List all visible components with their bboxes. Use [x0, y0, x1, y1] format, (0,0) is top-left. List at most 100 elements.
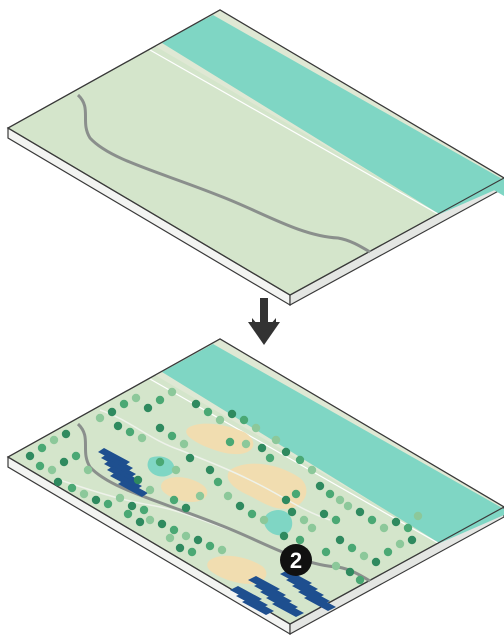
tree-icon — [196, 492, 204, 500]
step-badge-label: 2 — [290, 548, 302, 573]
tree-icon — [236, 502, 244, 510]
tree-icon — [282, 448, 290, 456]
tree-icon — [92, 496, 100, 504]
tree-icon — [172, 466, 180, 474]
tree-icon — [146, 486, 154, 494]
tree-icon — [134, 476, 142, 484]
tree-icon — [206, 466, 214, 474]
tree-icon — [392, 518, 400, 526]
tree-icon — [180, 440, 188, 448]
tree-icon — [26, 452, 34, 460]
tree-icon — [266, 454, 274, 462]
tree-icon — [126, 428, 134, 436]
tree-icon — [326, 490, 334, 498]
tree-icon — [384, 548, 392, 556]
tree-icon — [258, 444, 266, 452]
down-arrow-icon — [248, 298, 280, 345]
tree-icon — [372, 558, 380, 566]
tree-icon — [108, 408, 116, 416]
tree-icon — [260, 516, 268, 524]
tree-icon — [132, 394, 140, 402]
tree-icon — [308, 524, 316, 532]
tree-icon — [296, 536, 304, 544]
tree-icon — [80, 490, 88, 498]
tree-icon — [60, 458, 68, 466]
tree-icon — [156, 458, 164, 466]
tree-icon — [296, 456, 304, 464]
tree-icon — [332, 562, 340, 570]
tree-icon — [216, 416, 224, 424]
tree-icon — [144, 404, 152, 412]
tree-icon — [50, 436, 58, 444]
tree-icon — [218, 546, 226, 554]
tree-icon — [62, 430, 70, 438]
tree-icon — [128, 502, 136, 510]
site-panel-before — [8, 10, 504, 305]
tree-icon — [168, 432, 176, 440]
tree-icon — [116, 494, 124, 502]
tree-icon — [186, 454, 194, 462]
tree-icon — [194, 536, 202, 544]
tree-icon — [336, 496, 344, 504]
tree-icon — [166, 534, 174, 542]
tree-icon — [138, 434, 146, 442]
tree-icon — [136, 518, 144, 526]
tree-icon — [224, 492, 232, 500]
tree-icon — [360, 552, 368, 560]
tree-icon — [356, 576, 364, 584]
tree-icon — [242, 440, 250, 448]
tree-icon — [140, 506, 148, 514]
tree-icon — [182, 532, 190, 540]
tree-icon — [54, 478, 62, 486]
tree-icon — [248, 510, 256, 518]
tree-icon — [300, 516, 308, 524]
tree-icon — [170, 496, 178, 504]
tree-icon — [192, 400, 200, 408]
tree-icon — [292, 490, 300, 498]
tree-icon — [228, 410, 236, 418]
tree-icon — [124, 510, 132, 518]
tree-icon — [68, 484, 76, 492]
tree-icon — [346, 568, 354, 576]
tree-icon — [240, 416, 248, 424]
tree-icon — [104, 500, 112, 508]
tree-icon — [38, 444, 46, 452]
tree-icon — [344, 502, 352, 510]
tree-icon — [170, 526, 178, 534]
tree-icon — [214, 478, 222, 486]
tree-icon — [282, 496, 290, 504]
tree-icon — [114, 422, 122, 430]
tree-icon — [36, 462, 44, 470]
tree-icon — [272, 436, 280, 444]
tree-icon — [380, 524, 388, 532]
tree-icon — [308, 466, 316, 474]
tree-icon — [204, 408, 212, 416]
tree-icon — [206, 542, 214, 550]
tree-icon — [146, 516, 154, 524]
tree-icon — [252, 424, 260, 432]
tree-icon — [288, 508, 296, 516]
tree-icon — [316, 482, 324, 490]
step-badge: 2 — [280, 544, 312, 576]
tree-icon — [176, 544, 184, 552]
tree-icon — [182, 504, 190, 512]
tree-icon — [120, 400, 128, 408]
tree-icon — [84, 466, 92, 474]
tree-icon — [414, 512, 422, 520]
tree-icon — [356, 508, 364, 516]
tree-icon — [320, 510, 328, 518]
tree-icon — [280, 532, 288, 540]
tree-icon — [332, 516, 340, 524]
tree-icon — [322, 548, 330, 556]
tree-icon — [368, 516, 376, 524]
tree-icon — [348, 544, 356, 552]
tree-icon — [396, 540, 404, 548]
tree-icon — [158, 520, 166, 528]
tree-icon — [72, 452, 80, 460]
tree-icon — [156, 424, 164, 432]
tree-icon — [188, 548, 196, 556]
tree-icon — [336, 536, 344, 544]
tree-icon — [48, 466, 56, 474]
site-panel-after: 2 — [8, 339, 504, 634]
